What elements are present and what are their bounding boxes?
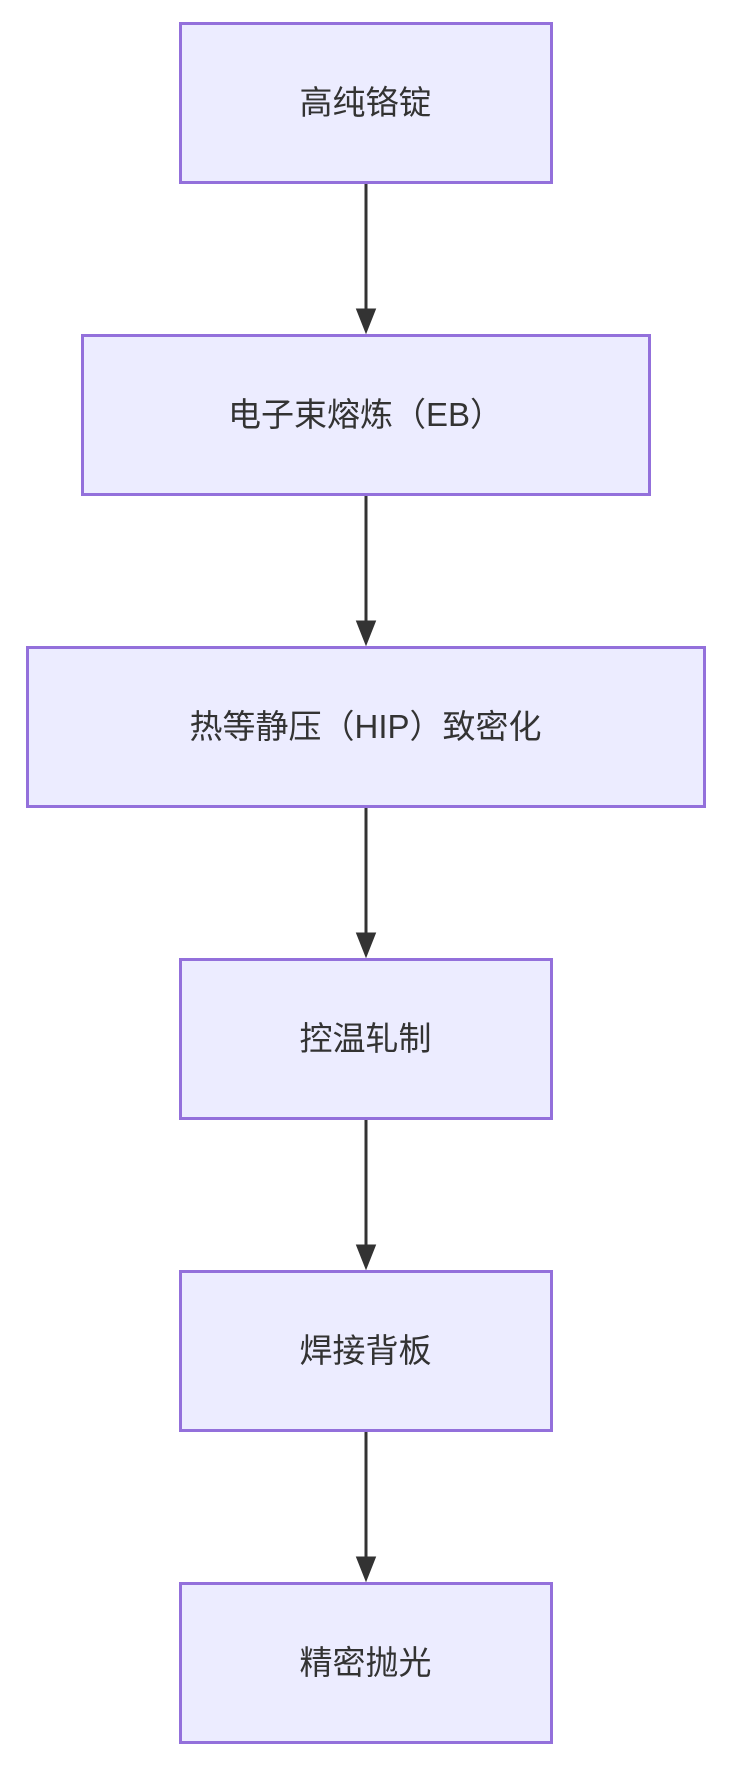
node-label: 热等静压（HIP）致密化 — [189, 708, 542, 746]
node-backing-plate-welding: 焊接背板 — [178, 1270, 553, 1432]
node-label: 高纯铬锭 — [299, 84, 432, 122]
node-high-purity-cr-ingot: 高纯铬锭 — [178, 22, 553, 184]
node-label: 电子束熔炼（EB） — [227, 396, 504, 434]
arrow-down-icon — [355, 1432, 376, 1582]
node-label: 精密抛光 — [299, 1644, 432, 1682]
arrow-down-icon — [355, 496, 376, 646]
node-label: 控温轧制 — [299, 1020, 432, 1058]
node-temp-controlled-rolling: 控温轧制 — [178, 958, 553, 1120]
flow-arrow-4 — [351, 1120, 381, 1270]
flow-arrow-1 — [351, 184, 381, 334]
node-precision-polishing: 精密抛光 — [178, 1582, 553, 1744]
flow-arrow-3 — [351, 808, 381, 958]
node-hip-densification: 热等静压（HIP）致密化 — [25, 646, 706, 808]
arrow-down-icon — [355, 184, 376, 334]
flow-arrow-2 — [351, 496, 381, 646]
node-label: 焊接背板 — [299, 1332, 432, 1370]
arrow-down-icon — [355, 808, 376, 958]
node-electron-beam-melting: 电子束熔炼（EB） — [80, 334, 651, 496]
arrow-down-icon — [355, 1120, 376, 1270]
flow-arrow-5 — [351, 1432, 381, 1582]
